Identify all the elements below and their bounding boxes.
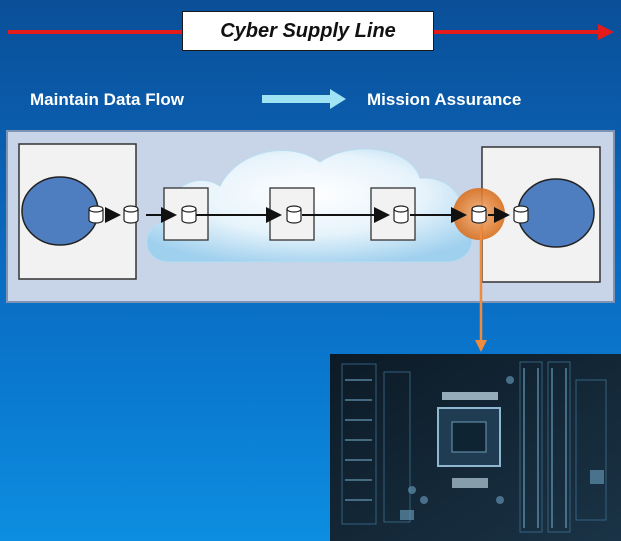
database-icon (286, 205, 302, 224)
hardware-pointer-arrow (475, 226, 487, 352)
supply-line-arrow (8, 24, 614, 40)
right-endpoint-circle (517, 178, 595, 248)
database-icon (393, 205, 409, 224)
flow-arrow (262, 89, 346, 109)
database-icon (88, 205, 104, 224)
database-icon (513, 205, 529, 224)
database-icon (123, 205, 139, 224)
database-icon (181, 205, 197, 224)
left-endpoint-circle (21, 176, 99, 246)
maintain-data-flow-label: Maintain Data Flow (30, 90, 184, 109)
motherboard-photo (330, 354, 621, 541)
database-icon-compromised (471, 205, 487, 224)
cyber-supply-line-title: Cyber Supply Line (182, 11, 434, 51)
mission-assurance-label: Mission Assurance (367, 90, 522, 109)
